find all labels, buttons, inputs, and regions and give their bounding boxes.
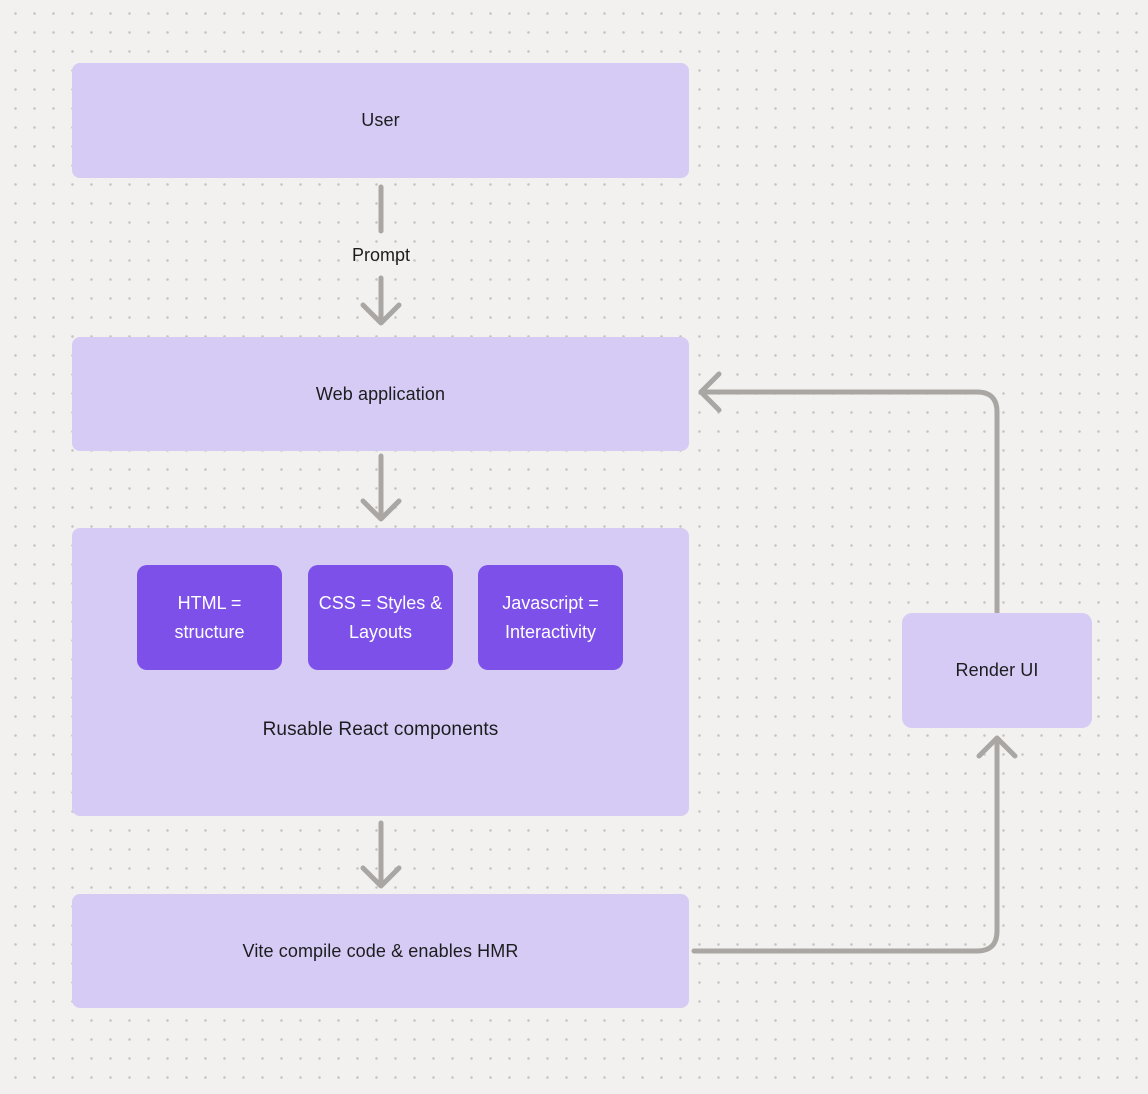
components-container-caption: Rusable React components <box>262 719 499 740</box>
node-web-application: Web application <box>72 337 689 451</box>
node-vite: Vite compile code & enables HMR <box>72 894 689 1008</box>
edge-vite-to-renderui <box>691 738 1000 954</box>
edge-label-prompt: Prompt <box>351 245 411 265</box>
arrowhead-left-into-webapp <box>698 371 722 413</box>
edge-renderui-to-webapp <box>698 389 1000 616</box>
node-component-javascript: Javascript = Interactivity <box>478 565 623 670</box>
arrowhead-down-into-components <box>360 498 402 522</box>
node-component-html: HTML = structure <box>137 565 282 670</box>
arrowhead-down-into-vite <box>360 865 402 889</box>
arrowhead-down-into-webapp <box>360 302 402 326</box>
arrowhead-up-into-renderui <box>976 735 1018 759</box>
node-component-css: CSS = Styles & Layouts <box>308 565 453 670</box>
node-user: User <box>72 63 689 178</box>
node-render-ui: Render UI <box>902 613 1092 728</box>
